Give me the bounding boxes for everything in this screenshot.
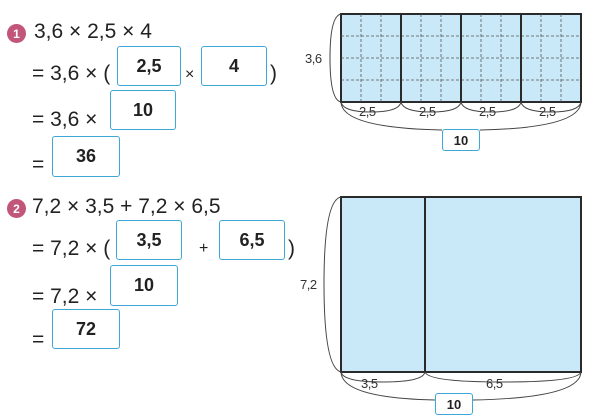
exercise-2-line4-prefix: =	[32, 328, 45, 351]
exercise-2-answer-box-b[interactable]: 6,5	[219, 220, 285, 260]
exercise-2-line3-prefix: = 7,2 ×	[32, 285, 98, 308]
exercise-2-answer-box-a[interactable]: 3,5	[116, 220, 182, 260]
exercise-2-answer-box-d[interactable]: 72	[52, 309, 120, 349]
exercise-2-line2-close: )	[288, 237, 295, 260]
exercise-1-line2-prefix: = 3,6 × (	[32, 62, 111, 85]
exercise-1-line4-prefix: =	[32, 153, 45, 176]
exercise-2-side-label: 7,2	[300, 277, 317, 292]
exercise-1-side-label: 3,6	[305, 51, 322, 66]
exercise-1-total-box[interactable]: 10	[442, 129, 480, 151]
exercise-1-segment-label: 2,5	[479, 104, 496, 119]
exercise-1-segment-label: 2,5	[539, 104, 556, 119]
exercise-2-badge: 2	[7, 199, 26, 218]
exercise-1-segment-label: 2,5	[359, 104, 376, 119]
exercise-1-answer-box-b[interactable]: 4	[201, 46, 267, 86]
exercise-1-badge: 1	[7, 24, 26, 43]
exercise-2-answer-box-c[interactable]: 10	[110, 265, 178, 306]
exercise-1-line2-close: )	[270, 62, 277, 85]
exercise-2-segment-label: 3,5	[361, 376, 378, 391]
exercise-1-answer-box-d[interactable]: 36	[52, 136, 120, 177]
exercise-2-segment-label: 6,5	[486, 376, 503, 391]
exercise-1-answer-box-a[interactable]: 2,5	[117, 46, 181, 86]
exercise-1-line3-prefix: = 3,6 ×	[32, 108, 98, 131]
exercise-2-expression: 7,2 × 3,5 + 7,2 × 6,5	[32, 195, 221, 218]
exercise-2-line2-operator: +	[199, 240, 209, 257]
exercise-1-line2-operator: ×	[185, 66, 195, 83]
exercise-2-line2-prefix: = 7,2 × (	[32, 237, 111, 260]
exercise-1-segment-label: 2,5	[419, 104, 436, 119]
exercise-1-expression: 3,6 × 2,5 × 4	[34, 20, 152, 43]
exercise-1-answer-box-c[interactable]: 10	[110, 90, 176, 130]
exercise-2-total-box[interactable]: 10	[435, 393, 473, 415]
